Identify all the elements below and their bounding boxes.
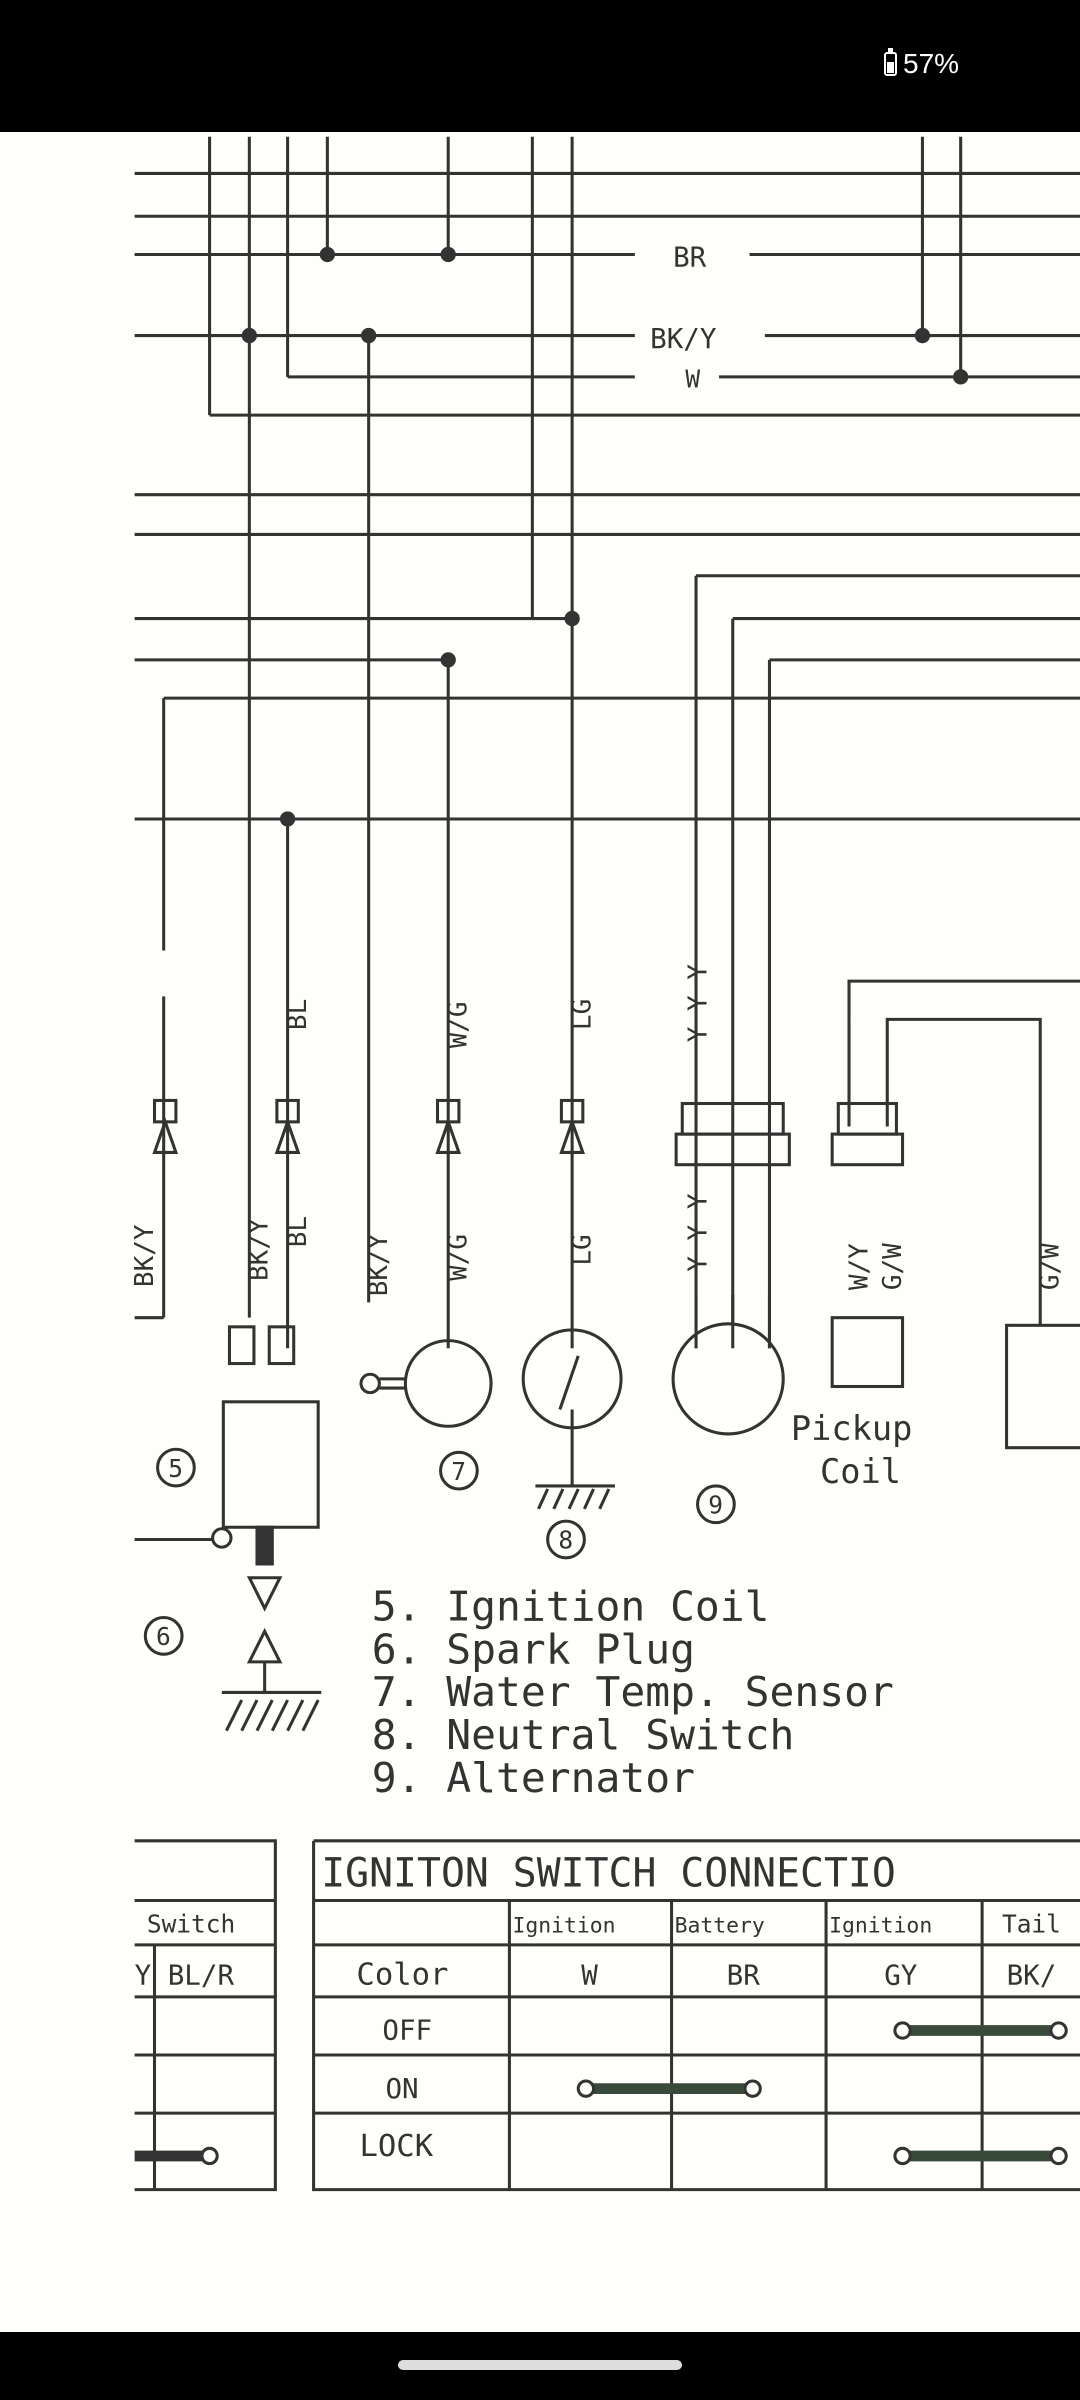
color-w: W [581, 1960, 598, 1992]
alternator [671, 1294, 785, 1436]
battery-percent: 57% [903, 48, 960, 79]
callout-7: 7 [451, 1457, 466, 1486]
neutral-switch [521, 1328, 623, 1510]
callout-6: 6 [156, 1622, 171, 1651]
wire-label: BK/Y [130, 1224, 160, 1287]
wire-label-br: BR [673, 242, 707, 274]
row-label-lock: LOCK [359, 2129, 433, 2164]
legend-item: 9. Alternator [372, 1754, 695, 1802]
callout-9: 9 [708, 1490, 723, 1519]
wire-label-bky: BK/Y [650, 323, 717, 355]
pickup-coil: Pickup Coil [791, 1316, 1080, 1491]
callout-8: 8 [558, 1526, 573, 1555]
wire-label: W/G [444, 1001, 474, 1048]
wires [134, 136, 1080, 1349]
ignition-coil [134, 1325, 320, 1566]
pickup-label-1: Pickup [791, 1409, 913, 1448]
wire-label: LG [567, 999, 597, 1030]
wire-label: G/W [878, 1243, 908, 1290]
spark-plug [221, 1576, 322, 1732]
battery-indicator: 57% [884, 48, 959, 80]
wire-label: W/Y [844, 1243, 874, 1290]
wire-label-w: W [685, 365, 700, 394]
row-label-off: OFF [382, 2015, 432, 2047]
legend-item: 6. Spark Plug [372, 1625, 695, 1673]
wire-label: Y Y Y [684, 1193, 714, 1272]
callout-5: 5 [168, 1454, 183, 1483]
image-viewer[interactable]: BR BK/Y W BK/Y BL BL BK/Y W/G W/G LG LG … [0, 132, 1080, 2332]
legend-item: 7. Water Temp. Sensor [372, 1668, 894, 1716]
color-label: Color [356, 1958, 448, 1993]
wire-label: BK/Y [245, 1218, 275, 1281]
wire-label-backgrounds [152, 950, 176, 997]
wiring-diagram: BR BK/Y W BK/Y BL BL BK/Y W/G W/G LG LG … [130, 136, 1080, 2192]
wire-label: BL [283, 999, 313, 1030]
table-title: IGNITON SWITCH CONNECTIO [321, 1851, 896, 1897]
battery-icon [884, 48, 897, 76]
row-label-on: ON [385, 2073, 418, 2105]
wire-label: LG [567, 1234, 597, 1265]
legend: 5. Ignition Coil 6. Spark Plug 7. Water … [372, 1583, 894, 1802]
ignition-switch-table: IGNITON SWITCH CONNECTIO Ignition Batter… [312, 1839, 1080, 2192]
wire-label: Y Y Y [684, 964, 714, 1043]
home-gesture-handle[interactable] [398, 2360, 682, 2370]
wire-label: BL [283, 1216, 313, 1247]
connectors [152, 1098, 905, 1167]
legend-item: 5. Ignition Coil [372, 1583, 770, 1631]
left-table-color: Y BL/R [135, 1960, 235, 1992]
column-header: Tail [1002, 1910, 1061, 1939]
wire-label: BK/Y [364, 1233, 394, 1296]
left-switch-table: Switch Y BL/R [134, 1839, 277, 2192]
legend-item: 8. Neutral Switch [372, 1711, 795, 1759]
status-bar: 57% [0, 0, 1080, 132]
navigation-bar [0, 2332, 1080, 2400]
pickup-label-2: Coil [820, 1452, 901, 1491]
junction-dots [241, 246, 969, 827]
column-header: Battery [675, 1914, 765, 1939]
column-header: Ignition [829, 1914, 932, 1939]
left-table-header: Switch [147, 1910, 235, 1939]
wire-label: W/G [444, 1234, 474, 1281]
column-header: Ignition [512, 1914, 615, 1939]
wire-label: G/W [1036, 1243, 1066, 1290]
color-bk: BK/ [1007, 1960, 1057, 1992]
color-br: BR [727, 1960, 761, 1992]
water-temp-sensor [359, 1339, 493, 1428]
callouts: 5 6 7 8 9 [143, 1447, 736, 1656]
color-gy: GY [884, 1960, 918, 1992]
